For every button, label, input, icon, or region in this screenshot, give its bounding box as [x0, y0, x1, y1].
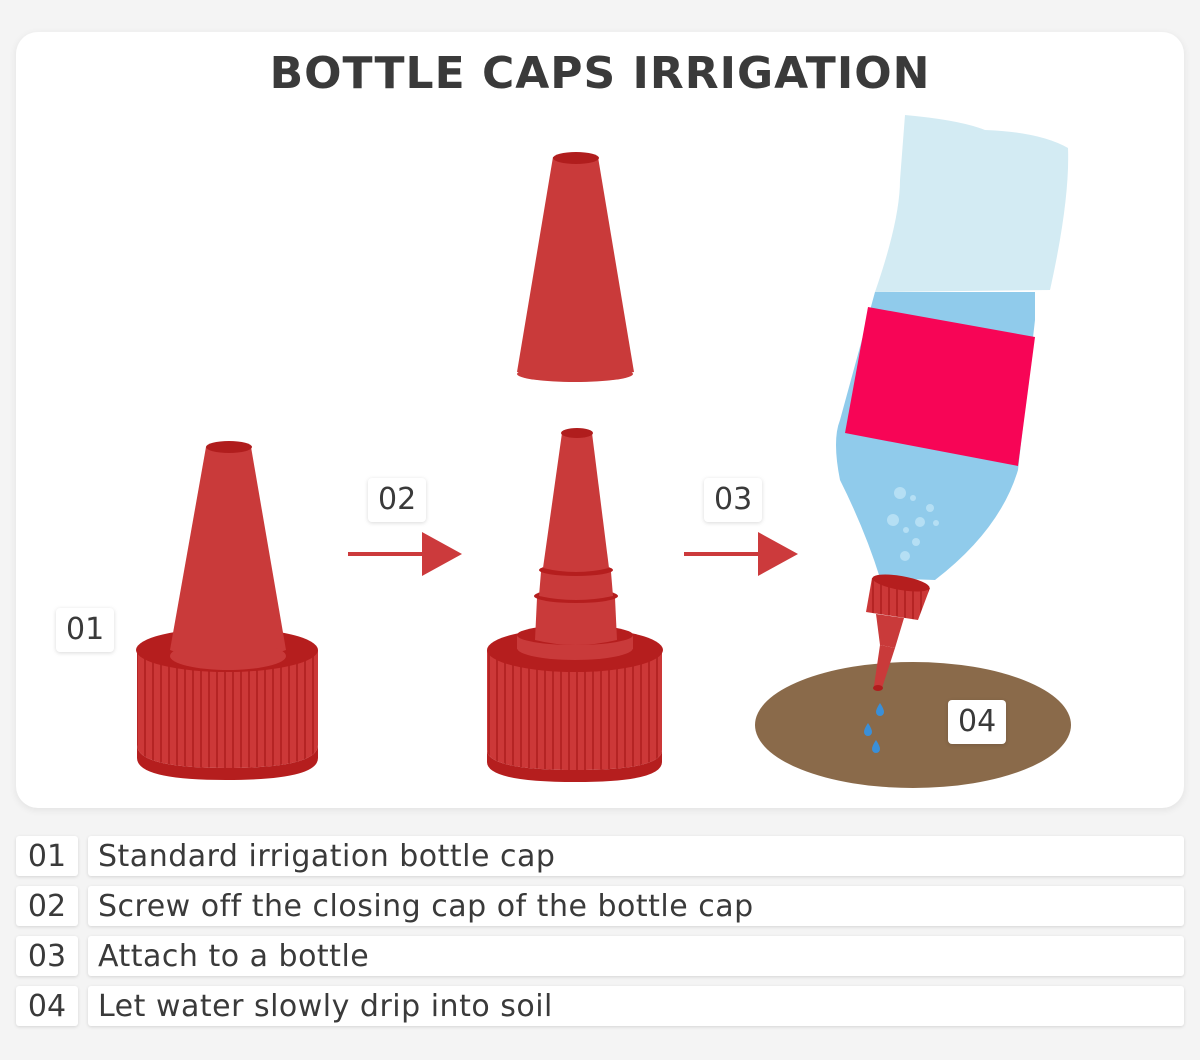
step-description: Attach to a bottle	[88, 936, 1184, 976]
bottle-cap-standard-icon	[136, 441, 318, 780]
legend-row: 01 Standard irrigation bottle cap	[16, 836, 1184, 876]
bottle-icon	[836, 115, 1069, 580]
soil-patch-icon	[755, 662, 1071, 788]
page-title: BOTTLE CAPS IRRIGATION	[269, 48, 931, 99]
step-number: 02	[16, 886, 78, 926]
bottle-cap-opened-icon	[487, 428, 663, 782]
step-description: Let water slowly drip into soil	[88, 986, 1184, 1026]
step-tag-03: 03	[704, 478, 763, 522]
step-tag-02: 02	[368, 478, 427, 522]
closing-cap-icon	[517, 152, 634, 382]
step-number: 01	[16, 836, 78, 876]
step-tag-01: 01	[56, 608, 115, 652]
legend-row: 02 Screw off the closing cap of the bott…	[16, 886, 1184, 926]
illustration	[136, 115, 1071, 788]
legend-row: 04 Let water slowly drip into soil	[16, 986, 1184, 1026]
legend-row: 03 Attach to a bottle	[16, 936, 1184, 976]
steps-legend: 01 Standard irrigation bottle cap 02 Scr…	[16, 836, 1184, 1036]
step-tag-04: 04	[948, 700, 1007, 744]
arrow-right-icon	[684, 532, 798, 576]
step-description: Screw off the closing cap of the bottle …	[88, 886, 1184, 926]
step-description: Standard irrigation bottle cap	[88, 836, 1184, 876]
step-number: 03	[16, 936, 78, 976]
arrow-right-icon	[348, 532, 462, 576]
attached-cap-icon	[866, 574, 930, 691]
water-drops-icon	[864, 703, 884, 753]
step-number: 04	[16, 986, 78, 1026]
